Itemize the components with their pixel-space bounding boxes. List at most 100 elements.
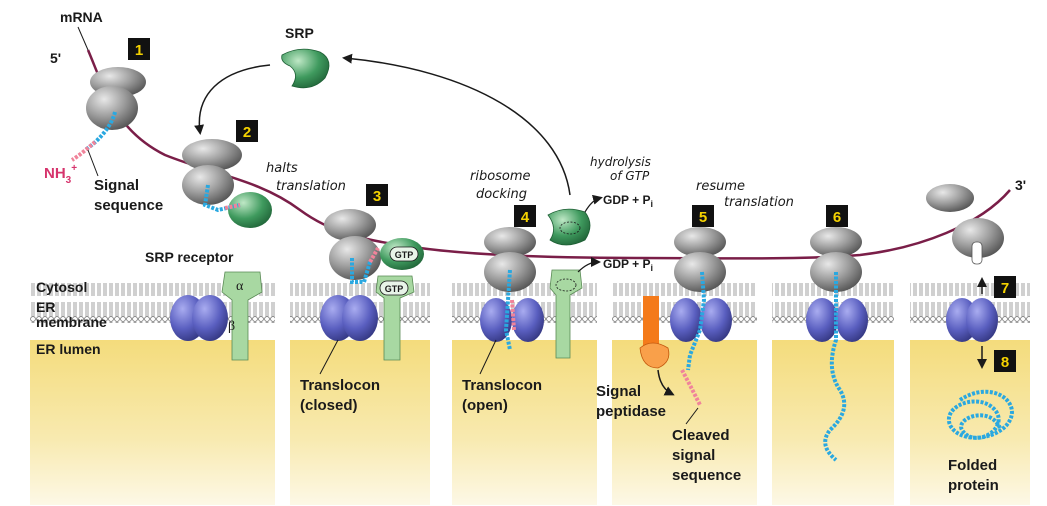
ribosome-small-subunit bbox=[324, 209, 376, 241]
srp-receptor-body bbox=[221, 271, 263, 361]
translocon-step-1 bbox=[170, 295, 228, 341]
srp-free bbox=[281, 48, 330, 89]
step-2-number: 2 bbox=[243, 124, 251, 141]
folded-protein bbox=[946, 389, 1014, 440]
lumen-panel-3 bbox=[290, 340, 430, 505]
srp-receptor bbox=[375, 275, 415, 361]
cytosol-label: Cytosol bbox=[36, 279, 87, 295]
empty-gtp-site-srp bbox=[559, 221, 581, 235]
signal-peptidase-label-line2: peptidase bbox=[596, 403, 666, 420]
translocon-closed-leader bbox=[319, 339, 339, 375]
mrna-label: mRNA bbox=[60, 9, 103, 25]
nh3-label: NH3+ bbox=[44, 163, 77, 186]
nascent-peptide bbox=[350, 258, 372, 284]
step-6-number: 6 bbox=[833, 209, 841, 226]
signal-sequence-label-line2: sequence bbox=[94, 197, 163, 214]
cleaved-label-line3: sequence bbox=[672, 467, 741, 484]
srp-bound bbox=[228, 192, 272, 228]
ribosome-large-subunit bbox=[86, 86, 138, 130]
ribosome-step-1 bbox=[70, 67, 146, 162]
ribosome-small-subunit bbox=[182, 139, 242, 171]
srp-recycle-arrow bbox=[342, 53, 571, 196]
cleaved-label-line2: signal bbox=[672, 447, 715, 464]
lumen-panel-5 bbox=[612, 340, 757, 505]
five-prime-label: 5' bbox=[50, 50, 61, 66]
srp-receptor bbox=[549, 269, 583, 359]
translocon-open-leader bbox=[479, 339, 497, 375]
annotation-ribosome: ribosome bbox=[470, 169, 531, 184]
srp-label: SRP bbox=[285, 25, 314, 41]
translocon-closed-label-line1: Translocon bbox=[300, 377, 380, 394]
step-3-box bbox=[366, 184, 388, 206]
nascent-peptide bbox=[503, 269, 512, 351]
annotation-of-gtp: of GTP bbox=[610, 169, 650, 183]
translocon-closed-label-line2: (closed) bbox=[300, 397, 358, 414]
srp-receptor: α β bbox=[221, 271, 263, 361]
srp-binding-arrow bbox=[194, 64, 271, 135]
mrna-strand bbox=[86, 49, 1011, 260]
annotation-halts: halts bbox=[266, 161, 298, 176]
ribosome-small-subunit bbox=[484, 227, 536, 257]
annotation-hydrolysis: hydrolysis bbox=[590, 155, 651, 169]
signal-sequence bbox=[368, 247, 380, 263]
signal-sequence bbox=[224, 203, 241, 210]
step-7-number: 7 bbox=[1001, 280, 1009, 297]
empty-gtp-site-receptor bbox=[555, 278, 577, 292]
gdp-release-arrow-srp bbox=[584, 194, 603, 213]
signal-sequence bbox=[70, 140, 97, 162]
lumen-panel-1 bbox=[30, 340, 275, 505]
gdp-pi-label-srp: GDP + Pi bbox=[603, 193, 653, 209]
translocon-open-label-line1: Translocon bbox=[462, 377, 542, 394]
lumen-panel-4 bbox=[452, 340, 597, 505]
three-prime-label: 3' bbox=[1015, 177, 1026, 193]
gdp-release-arrow-receptor bbox=[577, 257, 601, 273]
annotation-resume: resume bbox=[696, 179, 745, 194]
translocon-left-half bbox=[480, 298, 512, 342]
cleaved-label-line1: Cleaved bbox=[672, 427, 730, 444]
gtp-label-receptor: GTP bbox=[385, 284, 404, 294]
translocon-right-half bbox=[512, 298, 544, 342]
beta-subunit-label: β bbox=[228, 319, 235, 334]
panel-backgrounds bbox=[30, 283, 1030, 505]
nascent-peptide bbox=[686, 271, 707, 371]
lumen-panel-6 bbox=[772, 340, 894, 505]
signal-sequence-label-line1: Signal bbox=[94, 177, 139, 194]
srp-released bbox=[547, 208, 591, 246]
step-8-number: 8 bbox=[1001, 354, 1009, 371]
ribosome-large-subunit bbox=[674, 252, 726, 292]
growing-polypeptide bbox=[823, 272, 847, 462]
ribosome-step-2 bbox=[182, 139, 272, 228]
translocon-right-half bbox=[342, 295, 378, 341]
annotation-docking: docking bbox=[476, 187, 527, 202]
translocon-right-half bbox=[192, 295, 228, 341]
step-1-box bbox=[128, 38, 150, 60]
translocon-right-half bbox=[966, 298, 998, 342]
translocon-right-half bbox=[700, 298, 732, 342]
step-8-box bbox=[994, 350, 1016, 372]
step-6-box bbox=[826, 205, 848, 227]
nascent-peptide bbox=[83, 111, 117, 152]
er-membrane-label-line2: membrane bbox=[36, 314, 107, 330]
gtp-badge-srp bbox=[389, 246, 419, 262]
gdp-pi-label-receptor: GDP + Pi bbox=[603, 257, 653, 273]
translocon-right-half bbox=[836, 298, 868, 342]
signal-peptidase-label-line1: Signal bbox=[596, 383, 641, 400]
step-markers: 1 2 3 4 5 6 7 8 bbox=[128, 38, 1016, 372]
signal-sequence-leader bbox=[87, 149, 99, 177]
alpha-subunit-label: α bbox=[236, 279, 244, 294]
cleaved-leader bbox=[685, 407, 699, 425]
translocon-left-half bbox=[670, 298, 702, 342]
step-4-box bbox=[514, 205, 536, 227]
mrna-label-leader bbox=[77, 26, 89, 51]
ribosome-dissociation bbox=[926, 184, 1004, 342]
ribosome-small-subunit bbox=[674, 227, 726, 257]
ribosome-step-6 bbox=[806, 227, 868, 462]
step-5-box bbox=[692, 205, 714, 227]
step-4-number: 4 bbox=[521, 209, 530, 226]
annotation-resume-translation: translation bbox=[724, 195, 794, 210]
ribosome-large-subunit-released bbox=[952, 218, 1004, 258]
er-lumen-label: ER lumen bbox=[36, 341, 101, 357]
step-7-box bbox=[994, 276, 1016, 298]
